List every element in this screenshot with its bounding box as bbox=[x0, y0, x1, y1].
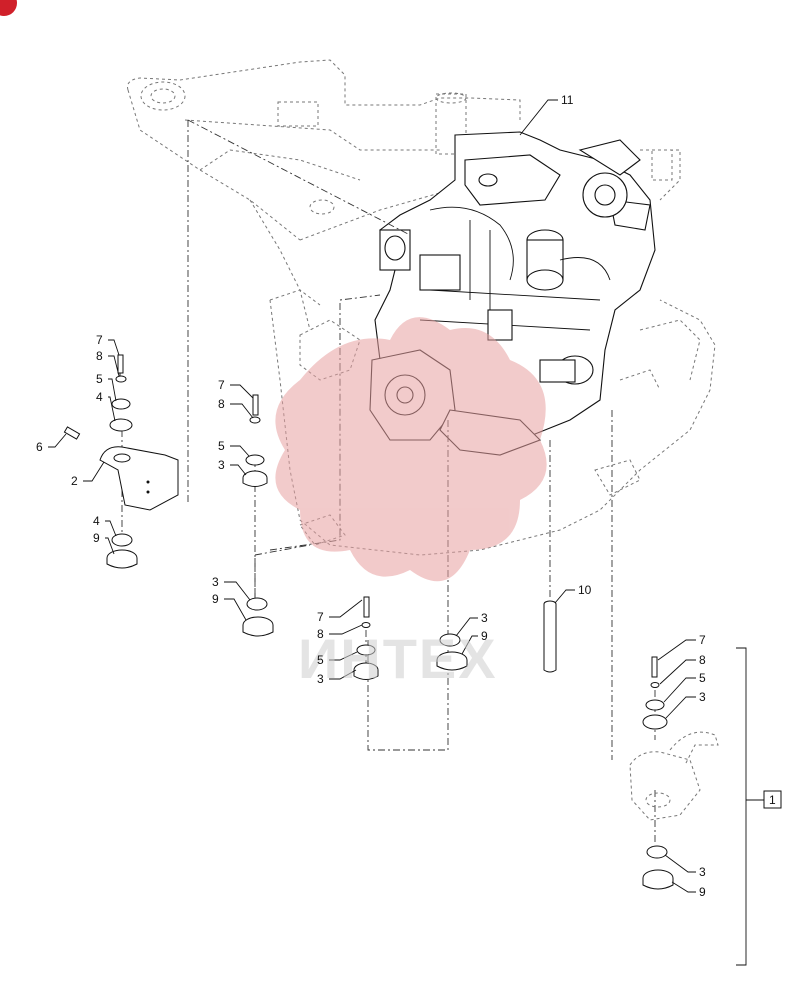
mount-set-d bbox=[353, 596, 379, 680]
leader-lines bbox=[48, 99, 696, 893]
callout-9: 9 bbox=[481, 629, 488, 643]
mount-set-a bbox=[63, 354, 179, 569]
mount-set-c bbox=[242, 597, 274, 637]
mount-set-b bbox=[242, 394, 268, 487]
callout-3: 3 bbox=[317, 672, 324, 686]
callout-10: 10 bbox=[578, 583, 592, 597]
callout-5: 5 bbox=[317, 653, 324, 667]
callout-3: 3 bbox=[699, 690, 706, 704]
callout-9: 9 bbox=[212, 592, 219, 606]
callout-8: 8 bbox=[96, 349, 103, 363]
callout-3: 3 bbox=[212, 575, 219, 589]
pin-10 bbox=[543, 600, 557, 673]
watermark: ИНТЕХ bbox=[275, 317, 547, 690]
callout-7: 7 bbox=[317, 610, 324, 624]
callout-9: 9 bbox=[699, 885, 706, 899]
callout-4: 4 bbox=[93, 514, 100, 528]
callout-8: 8 bbox=[699, 653, 706, 667]
callout-6: 6 bbox=[36, 440, 43, 454]
callout-11: 11 bbox=[561, 93, 574, 107]
callout-7: 7 bbox=[218, 378, 225, 392]
callout-labels: 11 7 8 5 4 6 2 4 9 7 8 5 3 3 9 7 8 5 3 3… bbox=[36, 93, 776, 899]
callout-8: 8 bbox=[218, 397, 225, 411]
callout-9: 9 bbox=[93, 531, 100, 545]
callout-7: 7 bbox=[96, 333, 103, 347]
mount-set-f bbox=[629, 647, 782, 966]
callout-5: 5 bbox=[96, 372, 103, 386]
callout-7: 7 bbox=[699, 633, 706, 647]
callout-4: 4 bbox=[96, 390, 103, 404]
callout-3: 3 bbox=[699, 865, 706, 879]
callout-3: 3 bbox=[218, 458, 225, 472]
callout-2: 2 bbox=[71, 474, 78, 488]
callout-3: 3 bbox=[481, 611, 488, 625]
callout-5: 5 bbox=[699, 671, 706, 685]
mount-set-e bbox=[436, 633, 468, 671]
watermark-text: ИНТЕХ bbox=[298, 627, 498, 690]
corner-badge bbox=[0, 0, 17, 16]
callout-8: 8 bbox=[317, 627, 324, 641]
callout-5: 5 bbox=[218, 439, 225, 453]
callout-1: 1 bbox=[769, 793, 776, 807]
